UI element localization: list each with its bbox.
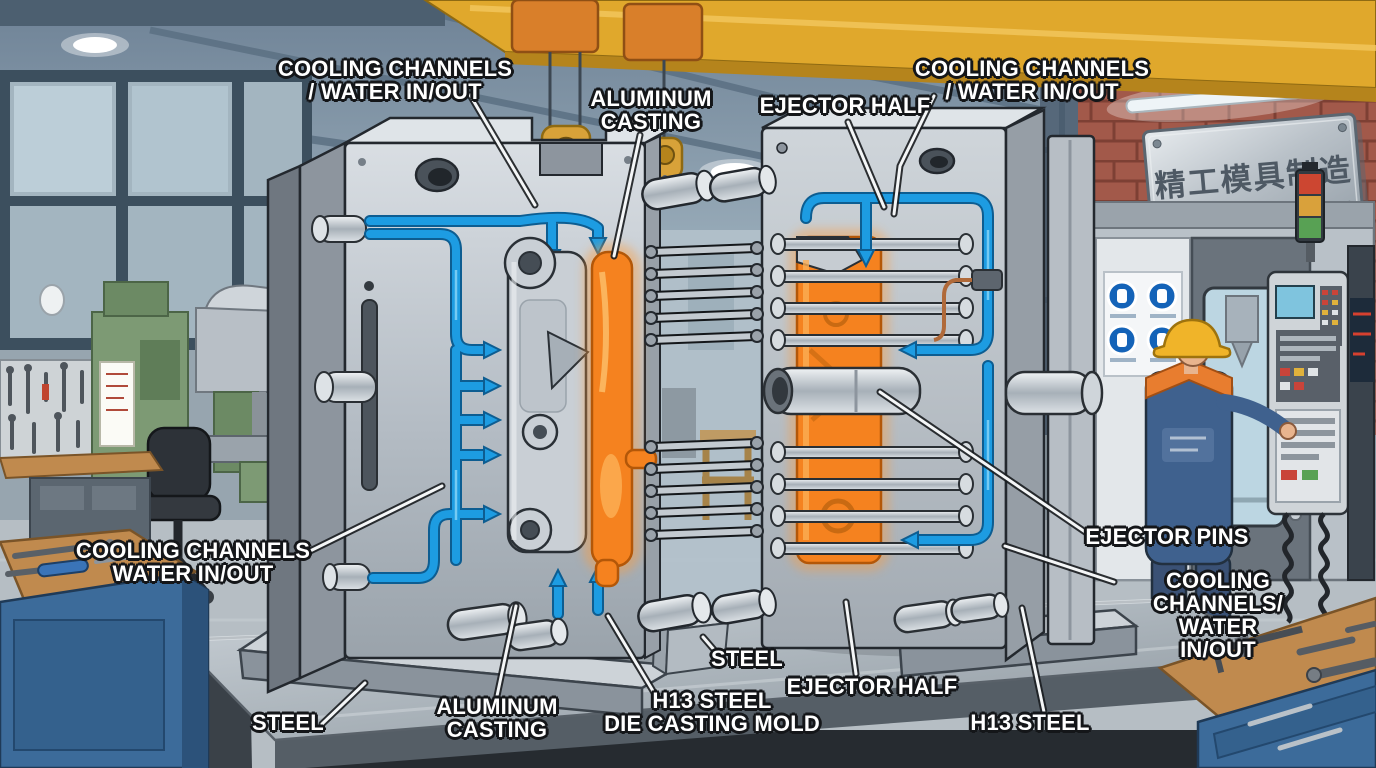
mold-left-half bbox=[266, 116, 695, 694]
thermocouple-wire bbox=[933, 278, 972, 342]
cooling-channels-right-half bbox=[800, 192, 1003, 550]
lift-notch bbox=[539, 142, 603, 176]
spindle bbox=[1210, 295, 1278, 503]
wall-clock bbox=[39, 284, 65, 316]
screwdriver bbox=[37, 558, 89, 578]
leader-lines bbox=[296, 91, 1118, 728]
guide-pin bbox=[950, 592, 1010, 624]
control-panel bbox=[1266, 270, 1350, 516]
guide-pin bbox=[506, 617, 569, 652]
guide-pin bbox=[708, 164, 777, 203]
guide-pin bbox=[710, 587, 777, 625]
channel-valve bbox=[971, 269, 1003, 291]
workbench-right bbox=[1157, 596, 1376, 768]
ejector-pins-gap bbox=[637, 164, 777, 633]
caliper bbox=[1212, 625, 1303, 674]
water-fittings-left bbox=[311, 215, 377, 591]
jacket-orange-yoke bbox=[1145, 358, 1233, 400]
center-sleeve bbox=[762, 366, 1104, 416]
cooling-channels-left-half bbox=[364, 211, 608, 620]
safety-signs bbox=[1103, 271, 1183, 377]
mold-right-half bbox=[760, 106, 1104, 663]
stack-light bbox=[1295, 162, 1325, 262]
worker-arm bbox=[1216, 394, 1292, 436]
cast-bracket-cavity bbox=[503, 236, 590, 554]
guide-pin bbox=[637, 591, 712, 633]
hard-hat bbox=[1152, 318, 1232, 359]
control-screen bbox=[1275, 285, 1315, 319]
workbench-left bbox=[0, 528, 210, 768]
ejector-pins-right-half bbox=[770, 233, 974, 559]
tool-pegboard bbox=[0, 359, 93, 461]
